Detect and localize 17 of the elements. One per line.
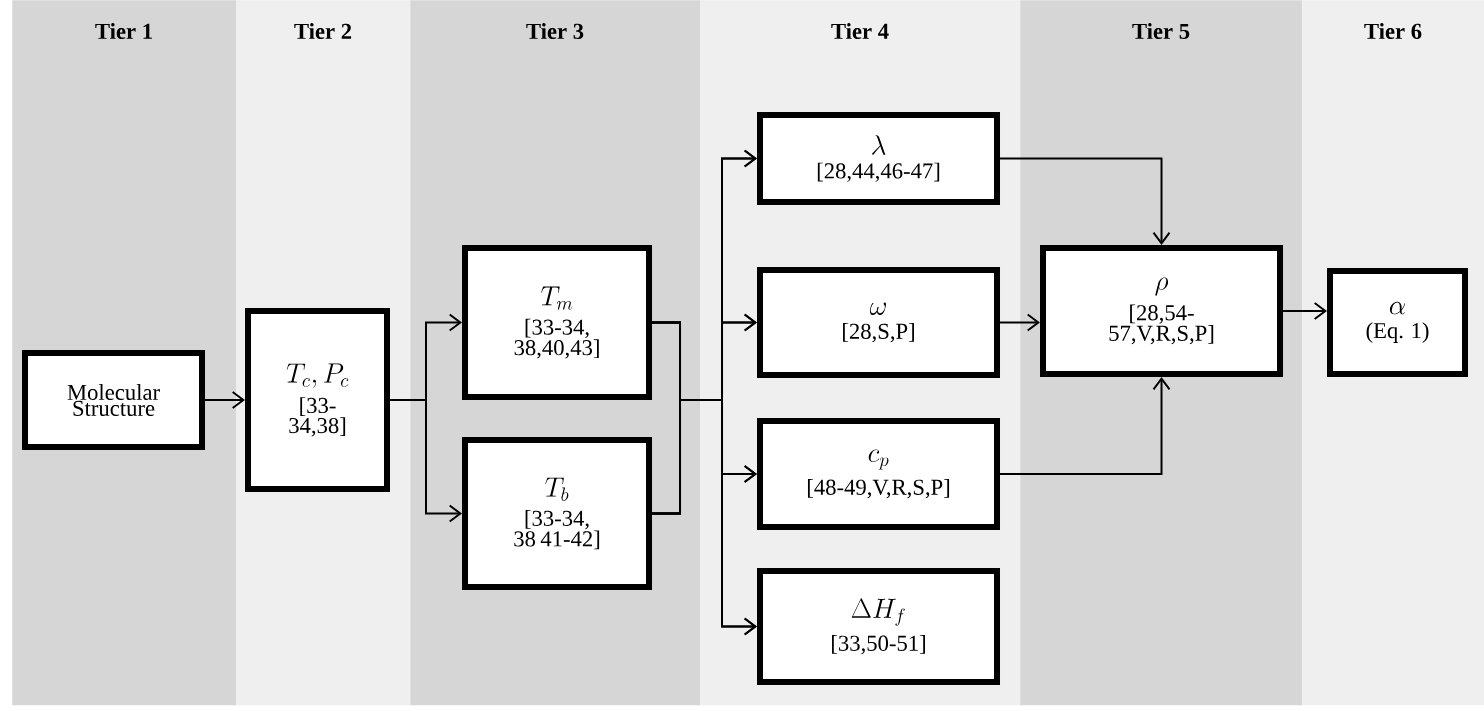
arrow bbox=[999, 157, 1171, 245]
arrow bbox=[1282, 302, 1327, 320]
property-box: $\omega$ [28,S,P] bbox=[757, 267, 1000, 378]
arrow bbox=[389, 399, 462, 523]
property-box: $\lambda$ [28,44,46-47] bbox=[757, 112, 1000, 205]
arrow bbox=[999, 313, 1040, 332]
property-box: $\Delta H_f$ [33,50-51] bbox=[757, 568, 1000, 685]
property-box: $c_p$ [48-49,V,R,S,P] bbox=[757, 418, 1000, 530]
arrow bbox=[999, 377, 1171, 475]
property-box: $\rho$ [28,54-57,V,R,S,P] bbox=[1040, 245, 1283, 377]
arrow bbox=[651, 399, 757, 636]
arrow bbox=[204, 391, 245, 409]
property-box: $T_m$ [33-34, 38,40,43] bbox=[462, 245, 652, 400]
property-box: Molecular Structure bbox=[22, 350, 205, 450]
property-box: $\alpha$ (Eq. 1) bbox=[1327, 268, 1468, 377]
property-box: $T_b$ [33-34, 38 41-42] bbox=[462, 437, 652, 590]
property-box: $T_c, P_c$ [33-34,38] bbox=[245, 308, 390, 492]
